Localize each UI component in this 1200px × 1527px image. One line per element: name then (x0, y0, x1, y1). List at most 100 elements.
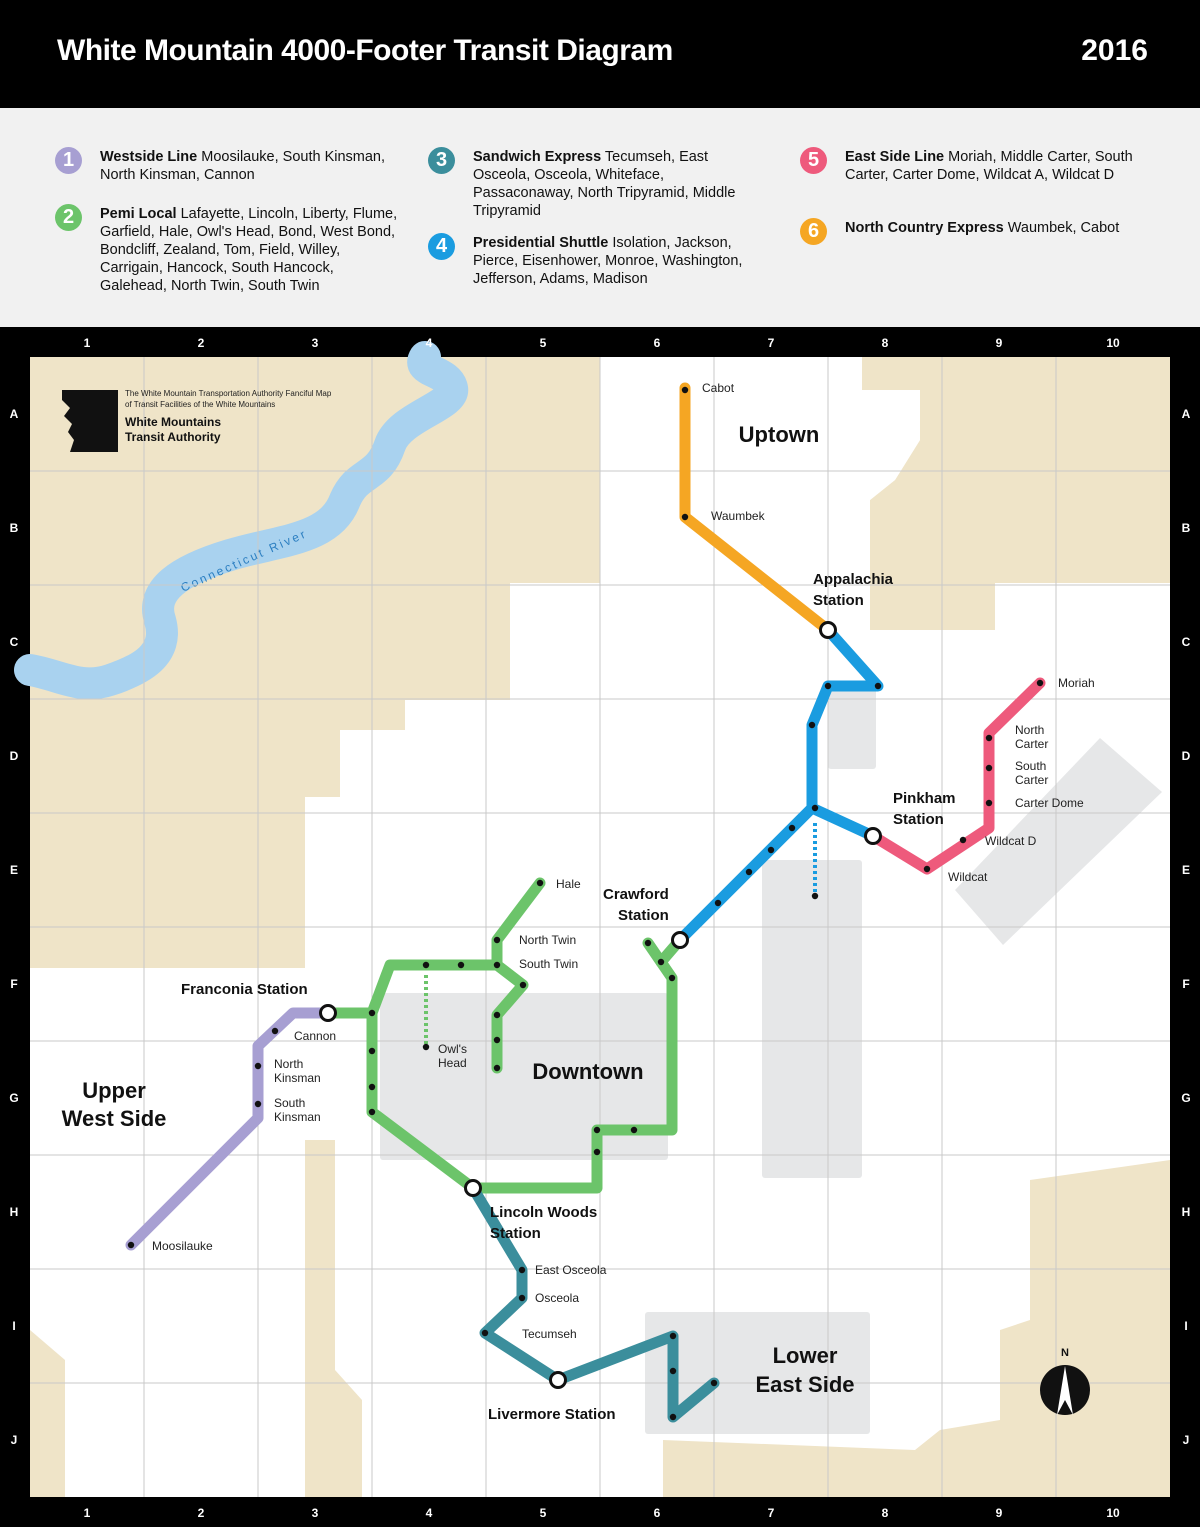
row-label: D (1182, 749, 1191, 763)
line-4-badge: 4 (428, 233, 455, 260)
stop-dot[interactable] (985, 799, 993, 807)
stop-dot[interactable] (923, 865, 931, 873)
stop-dot[interactable] (518, 1294, 526, 1302)
stop-dot[interactable] (536, 879, 544, 887)
stop-dot[interactable] (824, 682, 832, 690)
stop-dot[interactable] (959, 836, 967, 844)
line-2-badge: 2 (55, 204, 82, 231)
stop-dot[interactable] (681, 513, 689, 521)
stop-dot[interactable] (271, 1027, 279, 1035)
station-crawford[interactable] (671, 931, 689, 949)
line-westside[interactable] (125, 1007, 334, 1251)
axis-bottom: 1 2 3 4 5 6 7 8 9 10 (84, 1506, 1120, 1520)
stop-dot[interactable] (422, 961, 430, 969)
district-downtown: Downtown (532, 1059, 643, 1084)
compass-north-label: N (1061, 1347, 1069, 1359)
stop-dot[interactable] (630, 1126, 638, 1134)
stop-dot[interactable] (593, 1148, 601, 1156)
stop-dot[interactable] (254, 1062, 262, 1070)
page-title: White Mountain 4000-Footer Transit Diagr… (57, 34, 673, 67)
stop-dot[interactable] (681, 386, 689, 394)
line-pemi-local[interactable] (366, 934, 686, 1194)
stop-dot[interactable] (254, 1100, 262, 1108)
stop-dot[interactable] (644, 939, 652, 947)
legend-line-name: Westside Line (100, 149, 198, 165)
col-label: 5 (540, 1506, 547, 1520)
row-label: H (10, 1205, 19, 1219)
stop-dot[interactable] (745, 868, 753, 876)
stop-dot[interactable] (668, 974, 676, 982)
stop-dot[interactable] (808, 721, 816, 729)
col-label: 10 (1106, 336, 1120, 350)
stop-dot[interactable] (493, 961, 501, 969)
station-livermore[interactable] (549, 1371, 567, 1389)
stop-dot[interactable] (493, 1011, 501, 1019)
stop-dot[interactable] (593, 1126, 601, 1134)
district-uptown: Uptown (739, 422, 820, 447)
legend-line-stops: Waumbek, Cabot (1007, 220, 1120, 236)
line-sandwich-express[interactable] (467, 1182, 720, 1423)
legend-line-name: Sandwich Express (473, 149, 602, 165)
stop-dot[interactable] (518, 1266, 526, 1274)
col-label: 4 (426, 1506, 433, 1520)
stop-dot[interactable] (368, 1108, 376, 1116)
col-label: 3 (312, 1506, 319, 1520)
stop-dot[interactable] (657, 958, 665, 966)
line-pemi-branch-crawford[interactable] (642, 937, 667, 968)
stop-dot[interactable] (493, 936, 501, 944)
line-east-side[interactable] (867, 677, 1046, 875)
stop-dot[interactable] (669, 1367, 677, 1375)
legend-line-name: Pemi Local (100, 206, 177, 222)
stop-dot[interactable] (493, 1036, 501, 1044)
col-label: 5 (540, 336, 547, 350)
station-pinkham[interactable] (864, 827, 882, 845)
row-label: A (10, 407, 19, 421)
station-franconia[interactable] (319, 1004, 337, 1022)
col-label: 7 (768, 336, 775, 350)
block-downtown (380, 993, 668, 1160)
stop-dot[interactable] (669, 1332, 677, 1340)
row-label: H (1182, 1205, 1191, 1219)
stop-dot[interactable] (493, 1064, 501, 1072)
year-label: 2016 (1081, 34, 1148, 67)
stop-dot[interactable] (368, 1047, 376, 1055)
stop-dot[interactable] (874, 682, 882, 690)
stop-dot[interactable] (481, 1329, 489, 1337)
row-label: C (10, 635, 19, 649)
authority-name: White Mountains (125, 415, 221, 429)
col-label: 8 (882, 336, 889, 350)
stop-dot[interactable] (127, 1241, 135, 1249)
line-3-badge: 3 (428, 147, 455, 174)
label-crawford: Crawford (603, 886, 669, 903)
station-appalachia[interactable] (819, 621, 837, 639)
terrain (30, 357, 1170, 1497)
stop-dot[interactable] (457, 961, 465, 969)
stop-dot[interactable] (368, 1083, 376, 1091)
block-presidential (828, 685, 876, 769)
stop-dot[interactable] (422, 1043, 430, 1051)
station-lincoln-woods[interactable] (464, 1179, 482, 1197)
label-appalachia: Station (813, 592, 864, 609)
stop-dot[interactable] (985, 734, 993, 742)
stop-dot[interactable] (788, 824, 796, 832)
legend-line-stops: Tecumseh, East Osceola, Osceola, Whitefa… (473, 149, 736, 219)
terrain-northwest (30, 357, 600, 968)
stop-dot[interactable] (985, 764, 993, 772)
row-label: I (12, 1319, 15, 1333)
stop-dot[interactable] (811, 804, 819, 812)
stop-dot[interactable] (714, 899, 722, 907)
district-blocks (380, 685, 1162, 1434)
stop-dot[interactable] (519, 981, 527, 989)
stop-dot[interactable] (1036, 679, 1044, 687)
stop-dot[interactable] (669, 1413, 677, 1421)
line-presidential-branch-pinkham[interactable] (806, 802, 879, 842)
stop-dot[interactable] (811, 892, 819, 900)
stop-dot[interactable] (368, 1009, 376, 1017)
label-moosilauke: Moosilauke (152, 1239, 213, 1253)
stop-dot[interactable] (767, 846, 775, 854)
stop-dot[interactable] (710, 1379, 718, 1387)
terrain-south-strip (305, 1140, 362, 1497)
label-south-carter: Carter (1015, 773, 1048, 787)
row-label: J (1183, 1433, 1190, 1447)
